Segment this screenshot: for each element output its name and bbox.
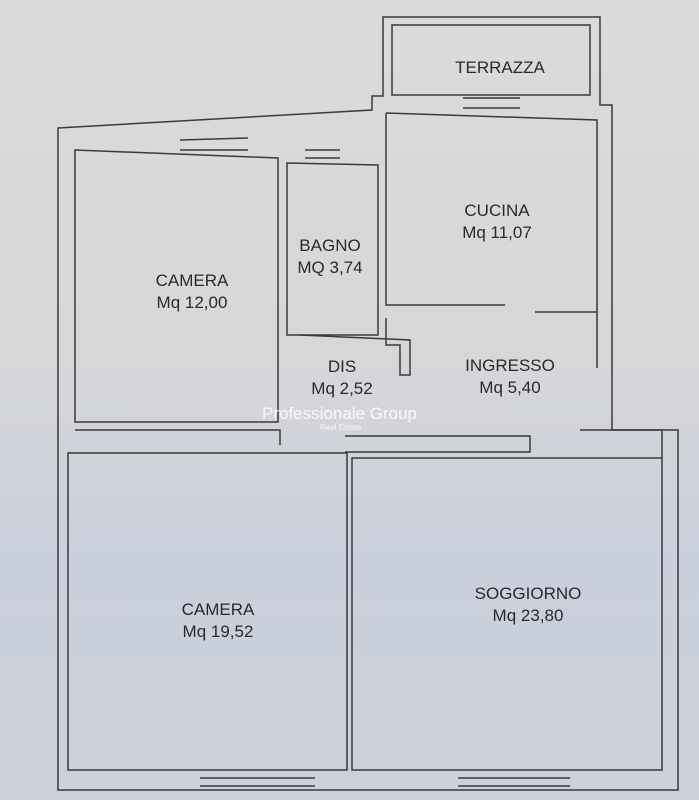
terrazza-wall: [391, 24, 591, 96]
windows: [179, 97, 570, 787]
soggiorno-wall: [351, 457, 663, 771]
watermark-sub: Real Estate: [320, 423, 362, 432]
corridor-wall: [75, 429, 663, 458]
camera-top-wall: [74, 149, 279, 423]
outer-wall: [57, 16, 679, 791]
cucina-wall: [385, 112, 598, 368]
room-terrazza: TERRAZZA: [455, 58, 545, 77]
camera-bottom-wall: [67, 452, 348, 771]
watermark-brand: Professionale Group: [262, 404, 417, 423]
bagno-wall: [286, 162, 379, 336]
dis-wall: [299, 318, 411, 376]
